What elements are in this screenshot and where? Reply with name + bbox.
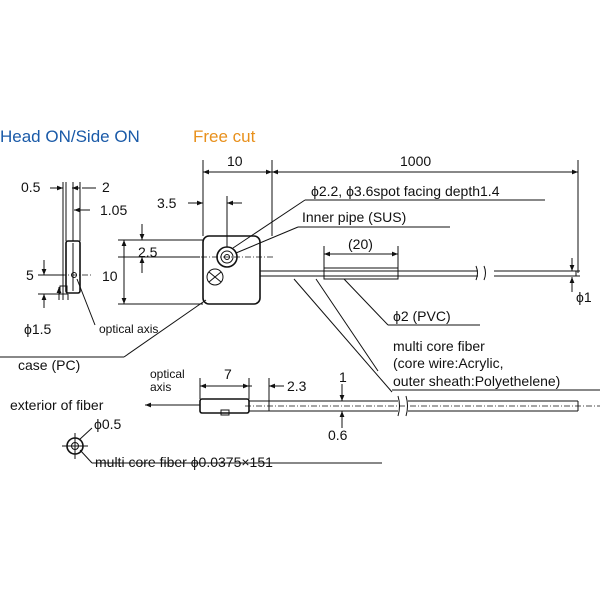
dim-20: (20) [348, 236, 373, 252]
dim-10-left: 10 [102, 268, 118, 284]
dim-phi-1-5: ϕ1.5 [24, 321, 52, 337]
dim-phi-1: ϕ1 [576, 289, 592, 305]
note-exterior: exterior of fiber [10, 397, 104, 413]
header-mode: Head ON/Side ON [0, 127, 140, 146]
dim-0-6: 0.6 [328, 427, 348, 443]
fiber-end-view [62, 433, 88, 459]
optical-axis-label-1: optical axis [99, 322, 158, 336]
dim-2-3: 2.3 [287, 378, 307, 394]
note-mcf-1: multi core fiber [393, 338, 485, 354]
note-mcf-2: (core wire:Acrylic, [393, 355, 503, 371]
sensor-head [190, 235, 275, 305]
optical-axis-label-2b: axis [150, 380, 171, 394]
fiber-tip [199, 398, 250, 414]
dim-0-5: 0.5 [21, 179, 41, 195]
dim-phi-0-5: ϕ0.5 [94, 416, 122, 432]
dim-10-top: 10 [227, 153, 243, 169]
note-mcf-3: outer sheath:Polyethelene) [393, 373, 560, 389]
note-spot-facing: ϕ2.2, ϕ3.6spot facing depth1.4 [311, 183, 500, 199]
upper-fiber-cable [260, 265, 577, 281]
note-phi2-pvc: ϕ2 (PVC) [393, 308, 451, 324]
dim-7: 7 [224, 366, 232, 382]
sensor-head-body [202, 235, 261, 305]
hole-icon [206, 268, 224, 286]
dim-2: 2 [102, 179, 110, 195]
header-cut: Free cut [193, 127, 256, 146]
dim-1: 1 [339, 369, 347, 385]
note-inner-pipe: Inner pipe (SUS) [302, 209, 406, 225]
side-view [38, 182, 96, 326]
dim-1-05: 1.05 [100, 202, 127, 218]
optical-axis-label-2a: optical [150, 367, 185, 381]
dim-2-5: 2.5 [138, 244, 158, 260]
lower-fiber [199, 395, 600, 417]
dim-5: 5 [26, 267, 34, 283]
dim-3-5: 3.5 [157, 195, 177, 211]
note-case-pc: case (PC) [18, 357, 80, 373]
pvc-sleeve [323, 267, 399, 280]
note-mcf-bottom: multi core fiber ϕ0.0375×151 [95, 454, 273, 470]
dim-1000: 1000 [400, 153, 431, 169]
